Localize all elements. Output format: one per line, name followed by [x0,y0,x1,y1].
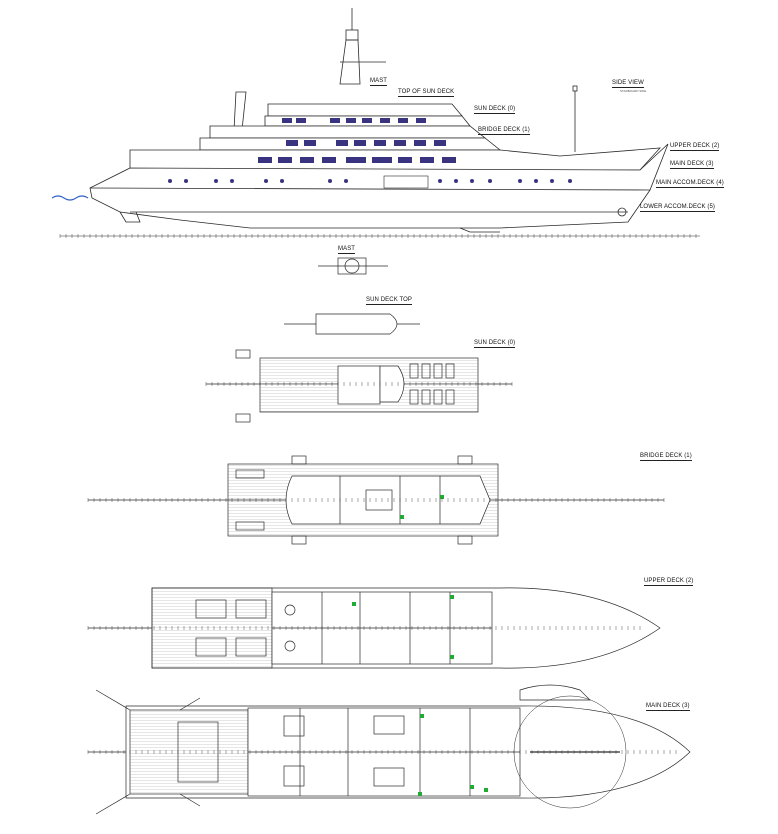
label-main-accom-deck: MAIN ACCOM.DECK (4) [656,180,724,188]
label-upper-deck: UPPER DECK (2) [670,143,720,151]
mast-plan [318,257,388,275]
label-mast: MAST [370,78,388,86]
label-top-of-sun-deck: TOP OF SUN DECK [398,89,455,97]
plan-title-mast: MAST [338,246,356,254]
side-view-subtitle: STARBOARD SIDE [620,89,647,93]
plan-title-main-deck: MAIN DECK (3) [646,703,690,711]
safety-markers [352,495,488,796]
mast-tower [339,39,361,85]
waterline-symbol [51,195,89,201]
label-bridge-deck: BRIDGE DECK (1) [478,127,530,135]
side-view-portholes [168,179,572,183]
side-hull-door [383,175,429,189]
label-main-deck: MAIN DECK (3) [670,161,714,169]
side-view-title: SIDE VIEW [612,80,644,88]
label-lower-accom-deck: LOWER ACCOM.DECK (5) [640,204,716,212]
side-view-windows [258,118,456,163]
main-deck-plan [88,684,691,815]
plan-title-upper-deck: UPPER DECK (2) [644,578,694,586]
plan-title-sun-deck-top: SUN DECK TOP [366,297,412,305]
label-sun-deck: SUN DECK (0) [474,106,516,114]
sun-deck-plan [206,349,512,423]
sun-loungers [409,363,455,405]
plan-title-bridge-deck: BRIDGE DECK (1) [640,453,692,461]
plan-title-sun-deck: SUN DECK (0) [474,340,516,348]
bridge-deck-plan [88,455,664,545]
mast-radome [345,29,359,41]
sun-deck-top-plan [284,313,420,335]
